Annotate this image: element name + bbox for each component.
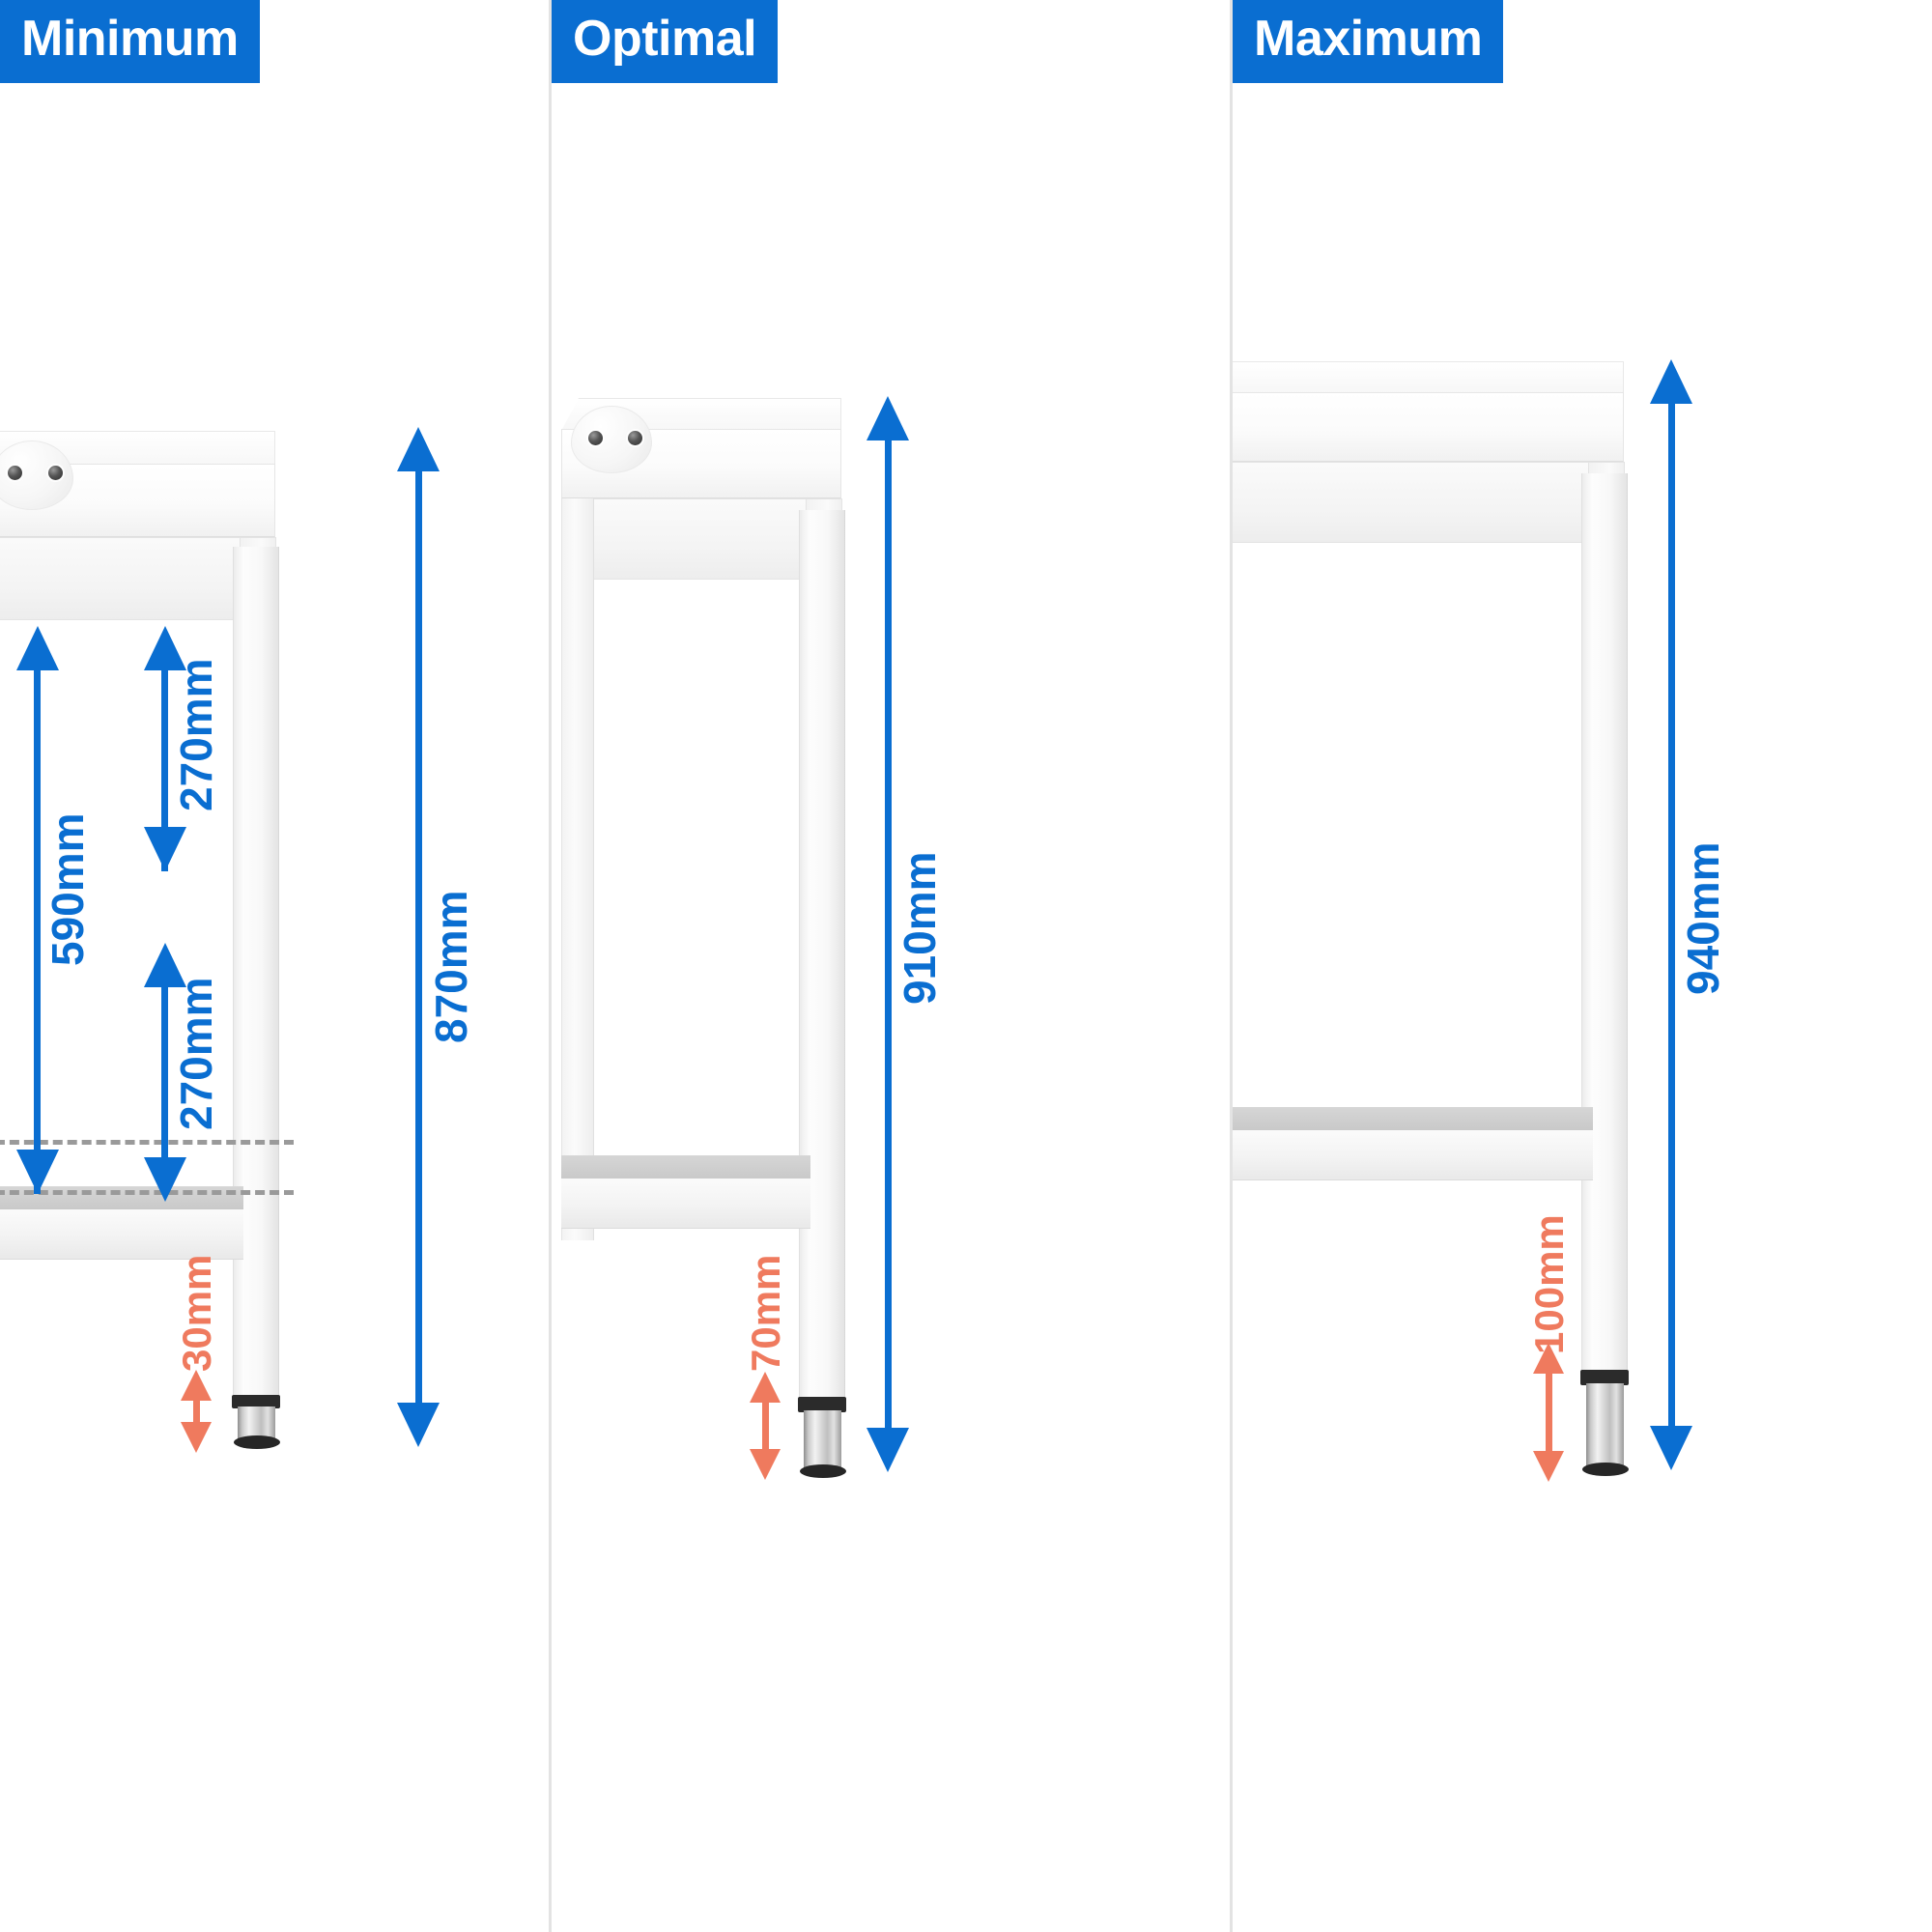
arrowhead-up-30 xyxy=(181,1370,212,1401)
arrowhead-down-70 xyxy=(750,1449,781,1480)
foot-collar xyxy=(1580,1370,1629,1385)
arrowhead-down-270-upper xyxy=(144,827,186,871)
arrowhead-up-100 xyxy=(1533,1343,1564,1374)
badge-optimal: Optimal xyxy=(552,0,779,83)
dimline-270-lower xyxy=(161,983,168,1165)
dimension-label-100mm: 100mm xyxy=(1526,1214,1572,1354)
dimension-label-910mm: 910mm xyxy=(895,851,945,1005)
arrowhead-up-910 xyxy=(867,396,909,440)
arrowhead-down-100 xyxy=(1533,1451,1564,1482)
foot-base-pad xyxy=(234,1435,280,1449)
shelf-rail-front-face xyxy=(1233,1130,1593,1180)
shelf-rail-front-face xyxy=(561,1179,810,1229)
arrowhead-down-270-lower xyxy=(144,1157,186,1202)
badge-maximum: Maximum xyxy=(1233,0,1504,83)
dimline-590 xyxy=(34,667,41,1194)
arrowhead-down-940 xyxy=(1650,1426,1692,1470)
leg-front xyxy=(799,510,845,1397)
apron-front xyxy=(1233,462,1593,543)
reference-line-upper xyxy=(0,1140,294,1145)
worktop-top-face xyxy=(1233,361,1624,394)
dimline-870 xyxy=(415,468,422,1410)
dimline-940 xyxy=(1668,400,1675,1434)
dimension-label-870mm: 870mm xyxy=(426,890,476,1043)
arrowhead-up-590 xyxy=(16,626,59,670)
arrowhead-up-70 xyxy=(750,1372,781,1403)
leg-rear xyxy=(561,498,594,1240)
worktop-front-face xyxy=(1233,392,1624,462)
adjustable-foot-tube xyxy=(804,1410,841,1470)
panel-divider-1 xyxy=(549,0,552,1932)
arrowhead-up-940 xyxy=(1650,359,1692,404)
foot-collar xyxy=(232,1395,280,1408)
dimline-70 xyxy=(762,1399,769,1455)
panel-divider-2 xyxy=(1230,0,1233,1932)
adjustable-foot-tube xyxy=(1586,1383,1624,1470)
foot-base-pad xyxy=(1582,1463,1629,1476)
screw-icon xyxy=(8,466,22,480)
dimline-100 xyxy=(1546,1370,1552,1457)
apron-front xyxy=(0,537,244,620)
dimline-30 xyxy=(193,1397,200,1428)
dimline-270-upper xyxy=(161,667,168,871)
leg-front xyxy=(233,547,279,1395)
arrowhead-up-870 xyxy=(397,427,440,471)
apron-front xyxy=(561,498,810,580)
mounting-bracket xyxy=(571,406,652,473)
dimension-label-940mm: 940mm xyxy=(1678,841,1728,995)
foot-base-pad xyxy=(800,1464,846,1478)
arrowhead-up-270-lower xyxy=(144,943,186,987)
leg-front xyxy=(1581,473,1628,1370)
foot-collar xyxy=(798,1397,846,1412)
arrowhead-down-910 xyxy=(867,1428,909,1472)
arrowhead-down-590 xyxy=(16,1150,59,1194)
shelf-rail-front-face xyxy=(0,1209,243,1260)
screw-icon xyxy=(588,431,603,445)
badge-minimum: Minimum xyxy=(0,0,260,83)
shelf-rail-top-face xyxy=(1233,1107,1593,1130)
shelf-rail-top-face xyxy=(561,1155,810,1179)
panel-optimal: Optimal 910mm xyxy=(552,0,1230,1932)
dimension-label-270mm-lower: 270mm xyxy=(171,977,221,1130)
screw-icon xyxy=(628,431,642,445)
dimension-label-590mm: 590mm xyxy=(43,812,93,966)
arrowhead-down-30 xyxy=(181,1422,212,1453)
screw-icon xyxy=(48,466,63,480)
dimension-label-70mm: 70mm xyxy=(743,1254,788,1372)
arrowhead-down-870 xyxy=(397,1403,440,1447)
arrowhead-up-270-upper xyxy=(144,626,186,670)
dimension-label-270mm-upper: 270mm xyxy=(171,658,221,811)
dimension-label-30mm: 30mm xyxy=(174,1254,219,1372)
dimline-910 xyxy=(885,437,892,1435)
panel-minimum: Minimum xyxy=(0,0,549,1932)
panel-maximum: Maximum 940mm xyxy=(1233,0,1932,1932)
